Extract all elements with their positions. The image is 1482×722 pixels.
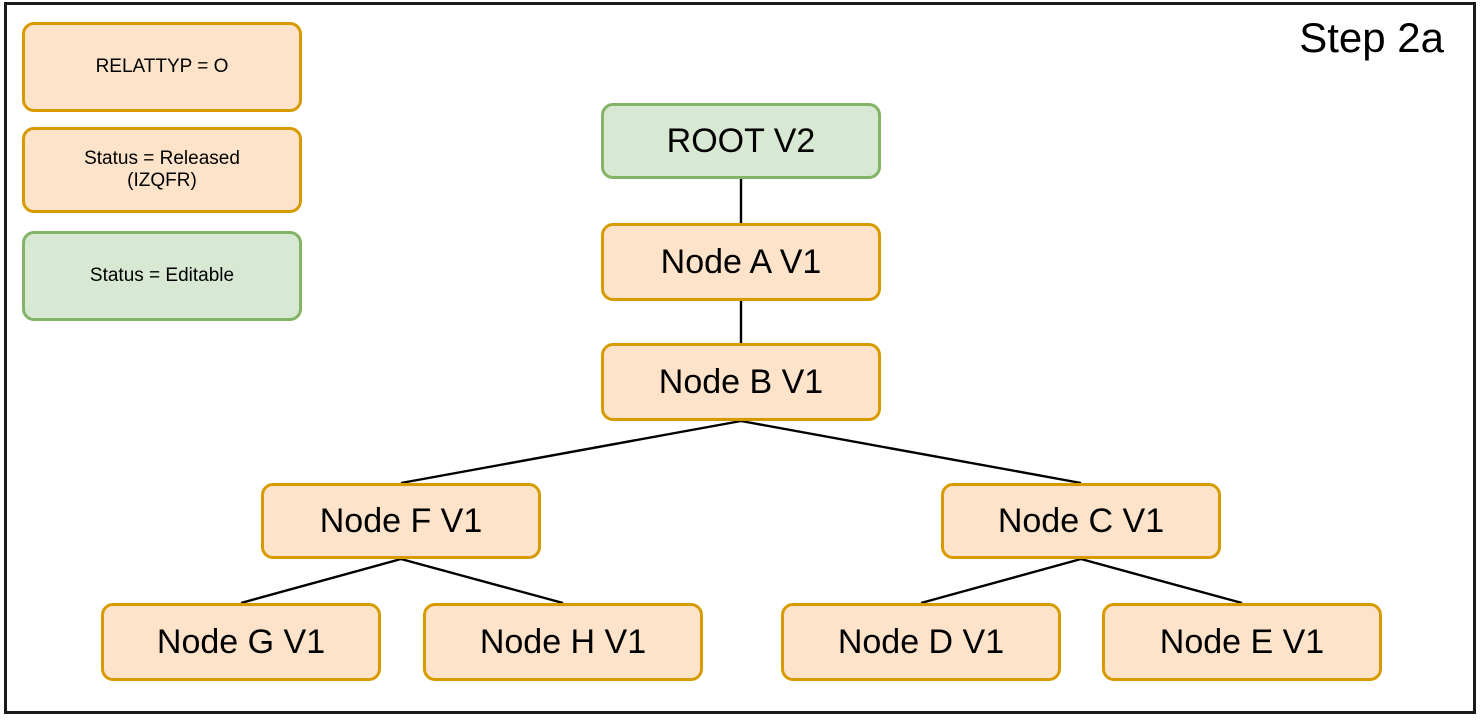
tree-node-label: Node C V1 xyxy=(997,501,1165,540)
tree-node-node-a[interactable]: Node A V1 xyxy=(601,223,881,301)
legend-item-relattyp: RELATTYP = O xyxy=(22,22,302,112)
legend-item-label: RELATTYP = O xyxy=(95,55,229,77)
tree-node-root[interactable]: ROOT V2 xyxy=(601,103,881,179)
legend-item-status-released: Status = Released(IZQFR) xyxy=(22,127,302,213)
tree-node-label: Node D V1 xyxy=(837,622,1005,661)
tree-node-node-e[interactable]: Node E V1 xyxy=(1102,603,1382,681)
tree-node-node-b[interactable]: Node B V1 xyxy=(601,343,881,421)
tree-node-node-c[interactable]: Node C V1 xyxy=(941,483,1221,559)
page-title: Step 2a xyxy=(1299,14,1444,61)
legend-item-label: Status = Released(IZQFR) xyxy=(84,147,240,191)
tree-node-node-g[interactable]: Node G V1 xyxy=(101,603,381,681)
tree-node-node-h[interactable]: Node H V1 xyxy=(423,603,703,681)
tree-node-label: Node H V1 xyxy=(479,622,647,661)
tree-node-node-f[interactable]: Node F V1 xyxy=(261,483,541,559)
tree-node-label: Node B V1 xyxy=(658,362,824,401)
tree-node-label: Node A V1 xyxy=(660,242,822,281)
tree-node-node-d[interactable]: Node D V1 xyxy=(781,603,1061,681)
tree-node-label: Node E V1 xyxy=(1159,622,1325,661)
legend-item-status-editable: Status = Editable xyxy=(22,231,302,321)
tree-node-label: ROOT V2 xyxy=(666,121,816,160)
tree-node-label: Node F V1 xyxy=(319,501,483,540)
legend-item-label: Status = Editable xyxy=(89,264,235,286)
tree-node-label: Node G V1 xyxy=(156,622,326,661)
